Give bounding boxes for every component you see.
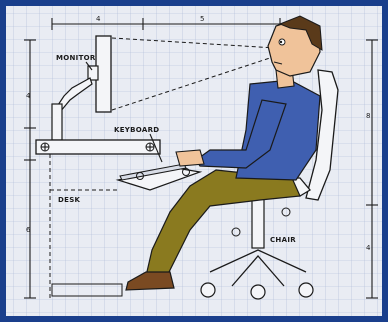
desk-label: DESK <box>58 196 81 204</box>
dimension-left-upper: 4 <box>26 92 31 100</box>
dimension-right-upper: 8 <box>366 112 370 120</box>
dimension-left-lower: 6 <box>26 226 31 234</box>
dimension-right-lower: 4 <box>366 244 371 252</box>
chair-label: CHAIR <box>270 236 296 244</box>
keyboard-label: KEYBOARD <box>114 126 159 134</box>
dimension-top-left: 4 <box>96 15 101 23</box>
hand <box>176 150 204 166</box>
monitor-label: MONITOR <box>56 54 96 62</box>
dimension-top-right: 5 <box>200 15 204 23</box>
